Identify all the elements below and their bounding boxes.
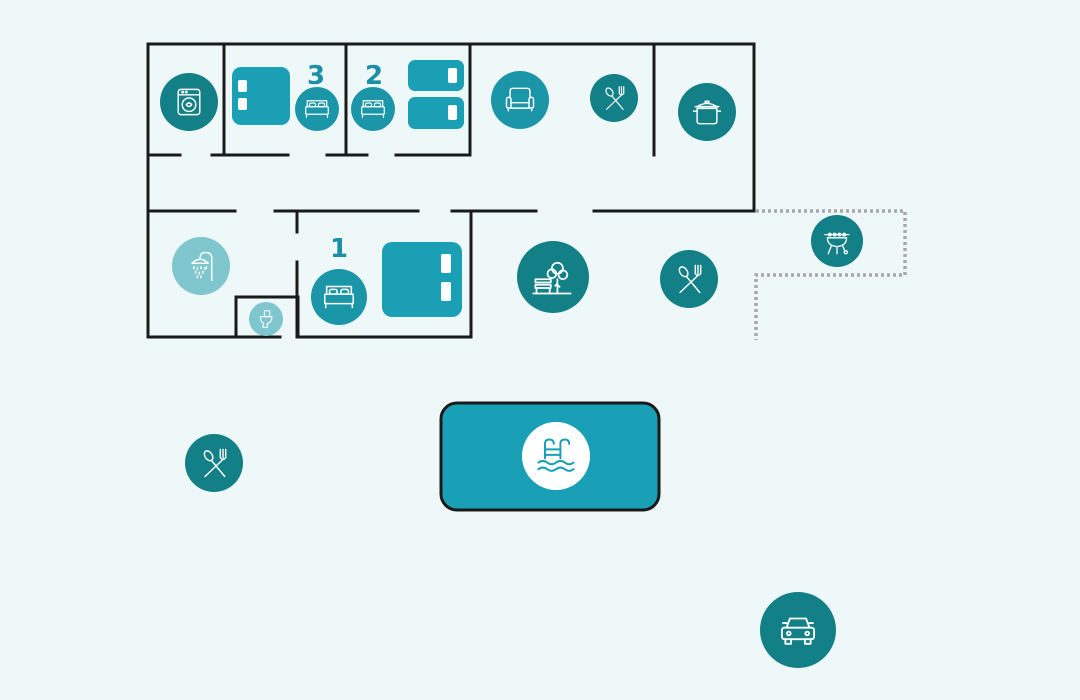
dining-icon: [590, 74, 638, 122]
walls: [146, 42, 756, 339]
outdoor-boundary: [754, 209, 907, 340]
barbecue-icon: [811, 215, 863, 267]
washing-machine-icon: [160, 73, 218, 131]
double-bed-icon: [311, 269, 367, 325]
room-number-1: 1: [330, 234, 348, 264]
single-bed-top-room-2: [408, 60, 464, 91]
dining-icon: [660, 250, 718, 308]
bed-block-room-3: [232, 67, 290, 125]
garden-bench-icon: [517, 241, 589, 313]
bed-block-room-1: [382, 242, 462, 317]
single-bed-bottom-room-2: [408, 97, 464, 129]
car-icon: [760, 592, 836, 668]
dining-icon: [185, 434, 243, 492]
icon-badges: [160, 71, 863, 668]
swimming-pool-icon: [522, 422, 590, 490]
room-number-3: 3: [307, 61, 325, 91]
cooking-pot-icon: [678, 83, 736, 141]
sofa-icon: [491, 71, 549, 129]
toilet-icon: [249, 302, 283, 336]
double-bed-icon: [295, 87, 339, 131]
shower-icon: [172, 237, 230, 295]
room-number-2: 2: [365, 61, 383, 91]
double-bed-icon: [351, 87, 395, 131]
